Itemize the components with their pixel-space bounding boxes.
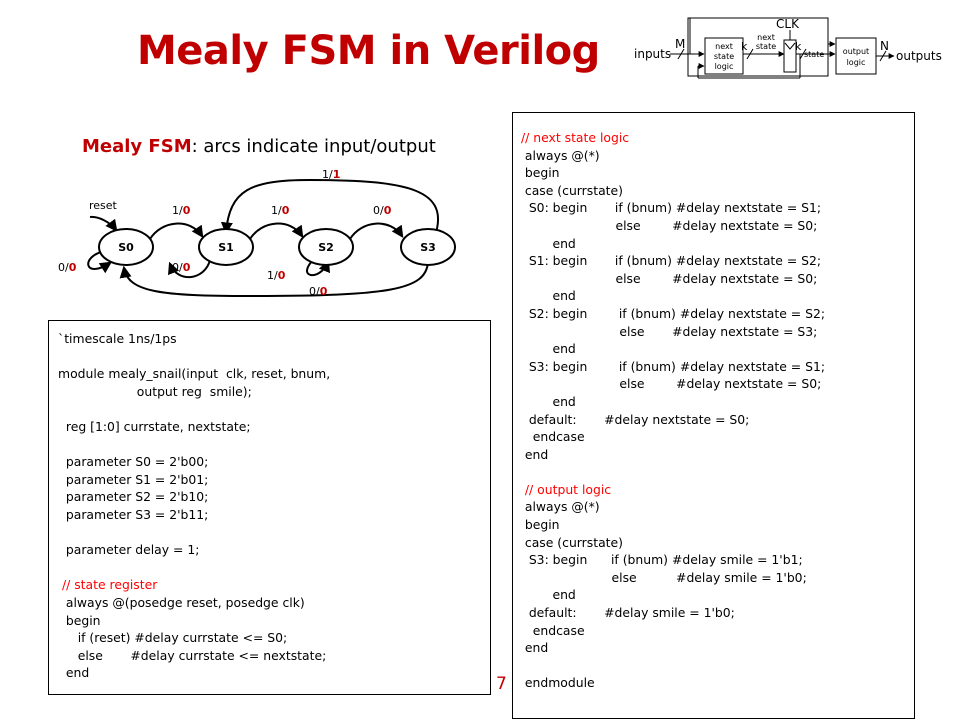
code-line: if (reset) #delay currstate <= S0; bbox=[58, 630, 288, 646]
arc-s1-s0: 0/0 bbox=[172, 261, 191, 274]
arc-s1-s2: 1/0 bbox=[271, 204, 290, 217]
state-label: state bbox=[804, 50, 824, 59]
arc-s0-self: 0/0 bbox=[58, 261, 77, 274]
code-line: parameter S1 = 2'b01; bbox=[58, 471, 209, 487]
fsm-caption-bold: Mealy FSM bbox=[82, 136, 192, 157]
code-line: always @(*) bbox=[517, 499, 600, 515]
m-label: M bbox=[675, 37, 685, 51]
state-s0 bbox=[98, 228, 154, 266]
code-line: else #delay nextstate = S3; bbox=[517, 323, 818, 339]
code-line: begin bbox=[58, 612, 101, 628]
code-line bbox=[58, 524, 330, 542]
next-state-logic-box bbox=[704, 37, 744, 75]
state-diagram: reset 0/0 1/0 0/0 1/0 1/0 0/0 0/0 1/1 S0… bbox=[58, 168, 456, 298]
code-line: reg [1:0] currstate, nextstate; bbox=[58, 418, 251, 434]
output-logic-box bbox=[835, 37, 877, 75]
nsl-line1: next bbox=[715, 42, 733, 51]
ol-line1: output bbox=[843, 47, 869, 56]
state-s0-label: S0 bbox=[118, 241, 134, 254]
next-state-line1: next bbox=[757, 33, 775, 42]
n-label: N bbox=[880, 39, 889, 53]
code-line: module mealy_snail(input clk, reset, bnu… bbox=[58, 366, 331, 382]
ol-line2: logic bbox=[847, 58, 866, 67]
code-line: end bbox=[517, 341, 576, 357]
arc-s2-s3: 0/0 bbox=[373, 204, 392, 217]
code-line: begin bbox=[517, 165, 560, 181]
code-line: S0: begin if (bnum) #delay nextstate = S… bbox=[517, 200, 822, 216]
arc-s3-s0: 0/0 bbox=[309, 285, 328, 298]
state-s2 bbox=[298, 228, 354, 266]
state-s2-label: S2 bbox=[318, 241, 334, 254]
next-state-line2: state bbox=[756, 42, 776, 51]
code-line: S1: begin if (bnum) #delay nextstate = S… bbox=[517, 253, 822, 269]
outputs-label: outputs bbox=[896, 49, 942, 63]
state-s1-label: S1 bbox=[218, 241, 234, 254]
code-line: endmodule bbox=[517, 675, 595, 691]
code-line bbox=[517, 463, 825, 481]
code-line: else #delay nextstate = S0; bbox=[517, 217, 818, 233]
code-line: always @(*) bbox=[517, 147, 600, 163]
page-number: 7 bbox=[496, 674, 507, 694]
k-label-2: k bbox=[795, 40, 802, 53]
state-s1 bbox=[198, 228, 254, 266]
reset-label: reset bbox=[89, 199, 118, 212]
code-line bbox=[58, 348, 330, 366]
mealy-block-diagram: inputs M next state logic k next state C… bbox=[634, 17, 942, 79]
code-line: else #delay nextstate = S0; bbox=[517, 376, 822, 392]
code-comment-line: // output logic bbox=[517, 481, 612, 497]
code-line: S3: begin if (bnum) #delay nextstate = S… bbox=[517, 358, 826, 374]
code-line: parameter S0 = 2'b00; bbox=[58, 454, 209, 470]
code-line: endcase bbox=[517, 622, 585, 638]
code-line: default: #delay nextstate = S0; bbox=[517, 411, 750, 427]
code-comment-line: // state register bbox=[58, 577, 158, 593]
code-left: `timescale 1ns/1ps module mealy_snail(in… bbox=[58, 330, 330, 682]
code-line: S3: begin if (bnum) #delay smile = 1'b1; bbox=[517, 552, 803, 568]
code-line: else #delay currstate <= nextstate; bbox=[58, 647, 327, 663]
clk-label: CLK bbox=[776, 17, 800, 31]
code-line: S2: begin if (bnum) #delay nextstate = S… bbox=[517, 305, 826, 321]
code-line: `timescale 1ns/1ps bbox=[58, 331, 177, 346]
code-line: output reg smile); bbox=[58, 383, 252, 399]
code-line: end bbox=[517, 587, 576, 603]
slide-title: Mealy FSM in Verilog bbox=[137, 28, 600, 74]
code-line: end bbox=[517, 446, 549, 462]
code-line: case (currstate) bbox=[517, 182, 623, 198]
code-line bbox=[517, 657, 825, 675]
code-line: default: #delay smile = 1'b0; bbox=[517, 605, 735, 621]
code-line: else #delay smile = 1'b0; bbox=[517, 569, 807, 585]
arc-s3-s1: 1/1 bbox=[322, 168, 340, 181]
fsm-caption-rest: : arcs indicate input/output bbox=[191, 136, 436, 157]
code-line: begin bbox=[517, 517, 560, 533]
fsm-caption: Mealy FSM: arcs indicate input/output bbox=[82, 136, 436, 157]
code-line: parameter S3 = 2'b11; bbox=[58, 506, 209, 522]
arc-s0-s1: 1/0 bbox=[172, 204, 191, 217]
k-label-1: k bbox=[741, 40, 748, 53]
code-box-left bbox=[48, 320, 491, 695]
state-s3-label: S3 bbox=[420, 241, 436, 254]
code-line: end bbox=[517, 640, 549, 656]
code-line: end bbox=[517, 235, 576, 251]
code-line: parameter S2 = 2'b10; bbox=[58, 489, 209, 505]
code-line: end bbox=[517, 288, 576, 304]
code-line: else #delay nextstate = S0; bbox=[517, 270, 818, 286]
code-line: end bbox=[517, 393, 576, 409]
code-line: end bbox=[58, 665, 90, 681]
code-box-right bbox=[512, 112, 915, 719]
state-s3 bbox=[400, 228, 456, 266]
code-line bbox=[58, 559, 330, 577]
state-register bbox=[783, 39, 797, 73]
nsl-line3: logic bbox=[715, 62, 734, 71]
code-line bbox=[58, 400, 330, 418]
code-right: // next state logic always @(*) begin ca… bbox=[517, 129, 825, 692]
code-line: case (currstate) bbox=[517, 534, 623, 550]
code-line: always @(posedge reset, posedge clk) bbox=[58, 594, 305, 610]
nsl-line2: state bbox=[714, 52, 734, 61]
code-line bbox=[58, 436, 330, 454]
inputs-label: inputs bbox=[634, 47, 671, 61]
code-comment-line: // next state logic bbox=[517, 130, 630, 145]
code-line: endcase bbox=[517, 429, 585, 445]
code-line: parameter delay = 1; bbox=[58, 542, 200, 558]
arc-s2-self: 1/0 bbox=[267, 269, 286, 282]
